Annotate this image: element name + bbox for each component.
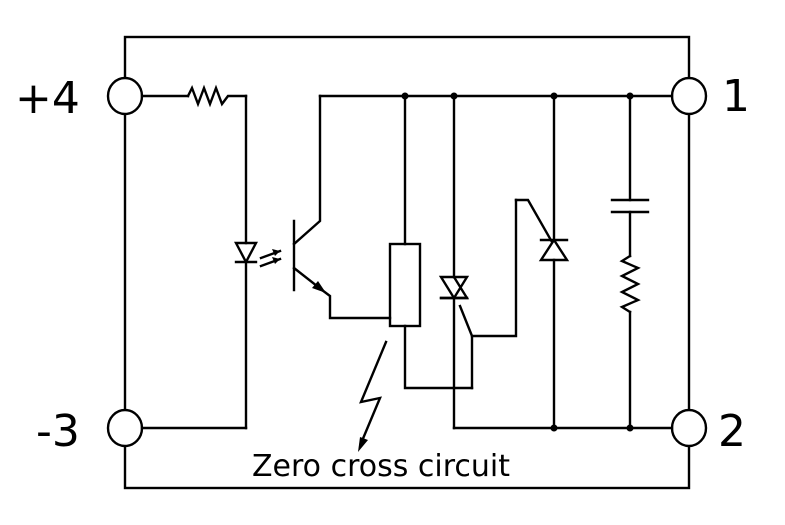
photo-triac	[438, 94, 518, 430]
input-resistor	[186, 84, 248, 108]
caption-leader	[358, 340, 388, 452]
input-led	[234, 241, 282, 430]
zero-cross-block	[388, 94, 474, 390]
label-minus3: -3	[36, 406, 80, 457]
output-thyristor	[514, 94, 570, 430]
label-terminal-1: 1	[722, 71, 750, 122]
snubber-rc	[610, 94, 650, 430]
terminal-2	[670, 408, 708, 448]
terminal-minus3	[106, 408, 144, 448]
label-terminal-2: 2	[718, 406, 746, 457]
terminal-plus4	[106, 76, 144, 116]
label-plus4: +4	[15, 73, 80, 124]
node-dot	[550, 424, 558, 432]
terminal-1	[670, 76, 708, 116]
zero-cross-caption: Zero cross circuit	[252, 449, 510, 484]
node-dot	[626, 424, 634, 432]
phototransistor	[292, 94, 392, 320]
package-frame	[123, 35, 691, 490]
